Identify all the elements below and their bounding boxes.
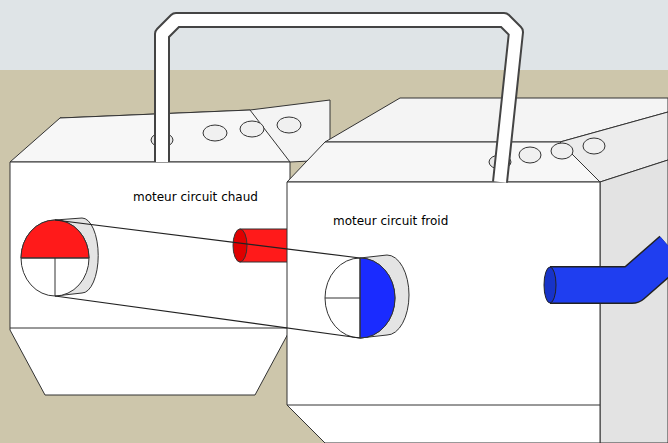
motor-edge: [287, 405, 600, 406]
hot-pipe-end: [233, 229, 247, 262]
sky: [0, 0, 668, 70]
pulley-red-half: [21, 220, 89, 258]
handle-tube: [162, 20, 516, 182]
cold-pipe-end: [544, 267, 556, 303]
ground: [0, 70, 668, 443]
motor-top-band: [287, 142, 600, 182]
pulley-blue-half: [360, 258, 395, 338]
vent-hole: [203, 125, 227, 141]
pulley: [325, 258, 395, 338]
pulley-lines: [21, 258, 89, 296]
pulley-lines: [325, 258, 360, 338]
vent-hole: [551, 143, 573, 159]
motor-body: [10, 162, 290, 395]
pulley: [21, 220, 89, 296]
motor-label: moteur circuit froid: [333, 214, 448, 229]
pulley-sleeve: [360, 255, 409, 338]
vent-hole: [277, 117, 301, 133]
vent-hole: [519, 147, 541, 163]
belt: [55, 220, 360, 258]
motor-edge: [10, 328, 290, 329]
belt: [55, 296, 360, 338]
motor-block: moteur circuit chaud: [10, 162, 287, 395]
motor-body: [287, 182, 600, 443]
handle-tube: [162, 20, 516, 182]
motor-block: moteur circuit froid: [287, 182, 600, 443]
tube-face: [162, 20, 516, 182]
vent-hole: [240, 121, 264, 137]
cold-pipe-outline: [550, 250, 668, 285]
cold-pipe: [550, 250, 668, 285]
motor-top-band: [10, 110, 290, 162]
vent-hole: [583, 138, 605, 154]
motor-label: moteur circuit chaud: [133, 190, 258, 205]
